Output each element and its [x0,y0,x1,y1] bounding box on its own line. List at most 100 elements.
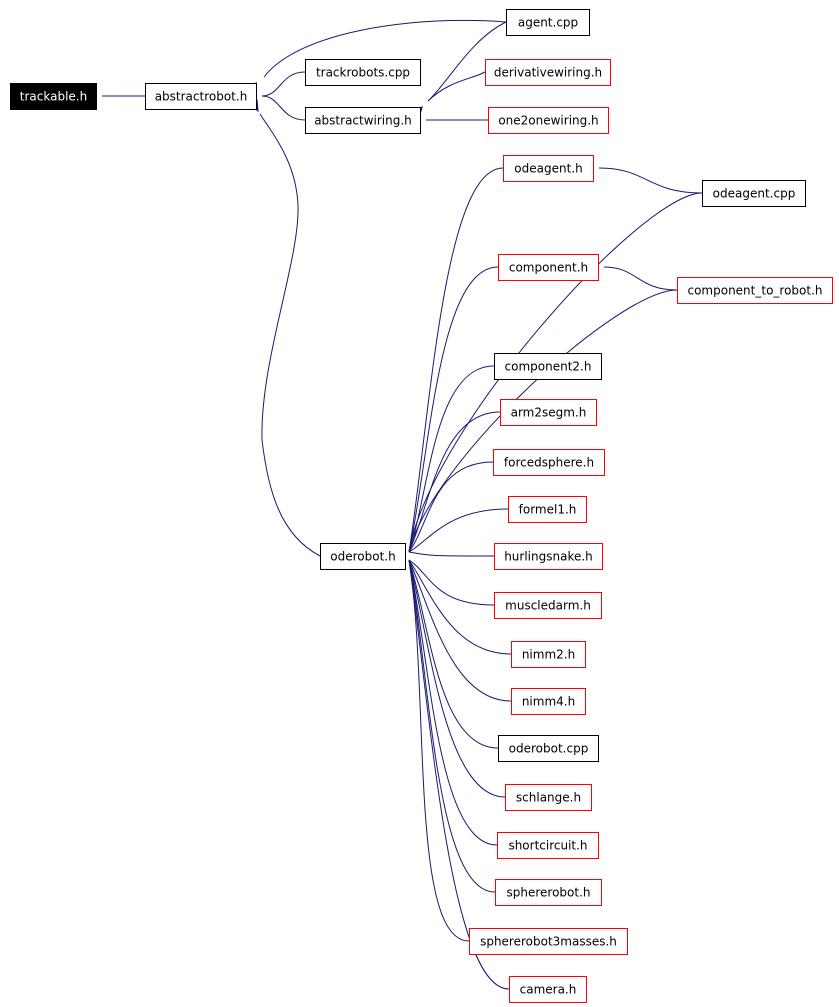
node-label: sphererobot.h [506,886,590,900]
node-label: hurlingsnake.h [504,550,593,564]
node-box [506,9,590,36]
node-label: formel1.h [519,503,577,517]
edge-oderobot_cpp-to-oderobot [408,559,499,749]
node-box [494,592,602,619]
node-label: shortcircuit.h [508,839,587,853]
node-schlange[interactable]: schlange.h [505,784,592,811]
node-box [305,59,421,86]
node-label: component2.h [505,360,592,374]
node-label: oderobot.cpp [509,742,589,756]
node-box [494,543,603,570]
edge-hurlingsnake-to-oderobot [408,551,495,557]
node-abstractrobot[interactable]: abstractrobot.h [145,83,257,110]
node-label: forcedsphere.h [504,456,594,470]
node-box [10,83,97,110]
edge-agent-to-abstractwiring [427,21,507,102]
node-label: nimm2.h [522,648,575,662]
node-component-to-robot[interactable]: component_to_robot.h [677,277,833,304]
node-label: odeagent.cpp [713,187,796,201]
node-box [503,155,594,182]
edge-component-to-oderobot [408,266,499,553]
node-label: camera.h [520,983,577,997]
node-label: component_to_robot.h [687,284,822,298]
node-box [511,688,586,715]
node-camera[interactable]: camera.h [509,976,587,1003]
node-box [320,543,406,570]
edge-schlange-to-oderobot [408,559,506,798]
edge-arm2segm-to-oderobot [408,411,501,553]
node-box [494,353,602,380]
node-box [305,107,421,134]
node-label: abstractwiring.h [314,114,412,128]
edge-sphererobot-to-oderobot [408,559,496,893]
edge-nimm2-to-oderobot [408,559,512,655]
node-muscledarm[interactable]: muscledarm.h [494,592,602,619]
node-component2[interactable]: component2.h [494,353,602,380]
node-label: agent.cpp [518,16,578,30]
edge-camera-to-oderobot [408,559,510,990]
node-label: nimm4.h [522,695,575,709]
edge-nimm4-to-oderobot [408,559,512,702]
edge-odeagent_h-to-oderobot [408,167,504,553]
node-trackrobots[interactable]: trackrobots.cpp [305,59,421,86]
node-label: trackrobots.cpp [316,66,410,80]
node-label: odeagent.h [514,162,582,176]
node-label: schlange.h [516,791,581,805]
node-arm2segm[interactable]: arm2segm.h [500,399,597,426]
edge-muscledarm-to-oderobot [408,559,495,606]
edge-formel1-to-oderobot [408,508,509,553]
edge-sphererobot3masses-to-oderobot [408,559,470,942]
node-box [495,879,602,906]
node-nimm4[interactable]: nimm4.h [511,688,586,715]
node-box [511,641,586,668]
node-box [488,107,609,134]
edge-odeagent_cpp-to-oderobot [408,192,703,553]
node-sphererobot3masses[interactable]: sphererobot3masses.h [469,928,628,955]
edge-component2-to-oderobot [408,365,495,553]
node-label: oderobot.h [330,550,395,564]
node-nimm2[interactable]: nimm2.h [511,641,586,668]
node-label: abstractrobot.h [155,90,248,104]
node-forcedsphere[interactable]: forcedsphere.h [493,449,605,476]
edge-abstractwiring-to-abstractrobot [261,95,306,121]
node-label: arm2segm.h [511,406,587,420]
node-box [508,496,587,523]
node-component[interactable]: component.h [498,254,599,281]
node-box [493,449,605,476]
node-label: one2onewiring.h [498,114,598,128]
node-box [500,399,597,426]
node-one2onewiring[interactable]: one2onewiring.h [488,107,609,134]
edge-trackrobots-to-abstractrobot [261,71,306,97]
node-box [485,59,611,86]
node-hurlingsnake[interactable]: hurlingsnake.h [494,543,603,570]
node-oderobot[interactable]: oderobot.h [320,543,406,570]
node-sphererobot[interactable]: sphererobot.h [495,879,602,906]
node-layer: trackable.h abstractrobot.h agent.cpp track… [10,9,833,1003]
node-agent[interactable]: agent.cpp [506,9,590,36]
node-abstractwiring[interactable]: abstractwiring.h [305,107,421,134]
node-label: sphererobot3masses.h [480,935,617,949]
edge-shortcircuit-to-oderobot [408,559,498,846]
node-formel1[interactable]: formel1.h [508,496,587,523]
node-box [509,976,587,1003]
edge-oderobot-to-abstractrobot [259,113,321,557]
node-trackable[interactable]: trackable.h [10,83,97,110]
edge-agent-to-abstractrobot [263,19,507,78]
node-odeagent-h[interactable]: odeagent.h [503,155,594,182]
node-label: muscledarm.h [505,599,591,613]
node-oderobot-cpp[interactable]: oderobot.cpp [498,735,599,762]
node-box [469,928,628,955]
node-shortcircuit[interactable]: shortcircuit.h [497,832,599,859]
node-box [498,735,599,762]
node-box [145,83,257,110]
node-derivativewiring[interactable]: derivativewiring.h [485,59,611,86]
node-box [702,180,806,207]
edge-forcedsphere-to-oderobot [408,461,494,553]
node-odeagent-cpp[interactable]: odeagent.cpp [702,180,806,207]
edge-odeagent_cpp-to-odeagent_h [598,167,703,194]
node-box [497,832,599,859]
node-box [505,784,592,811]
node-box [498,254,599,281]
node-label: component.h [509,261,588,275]
